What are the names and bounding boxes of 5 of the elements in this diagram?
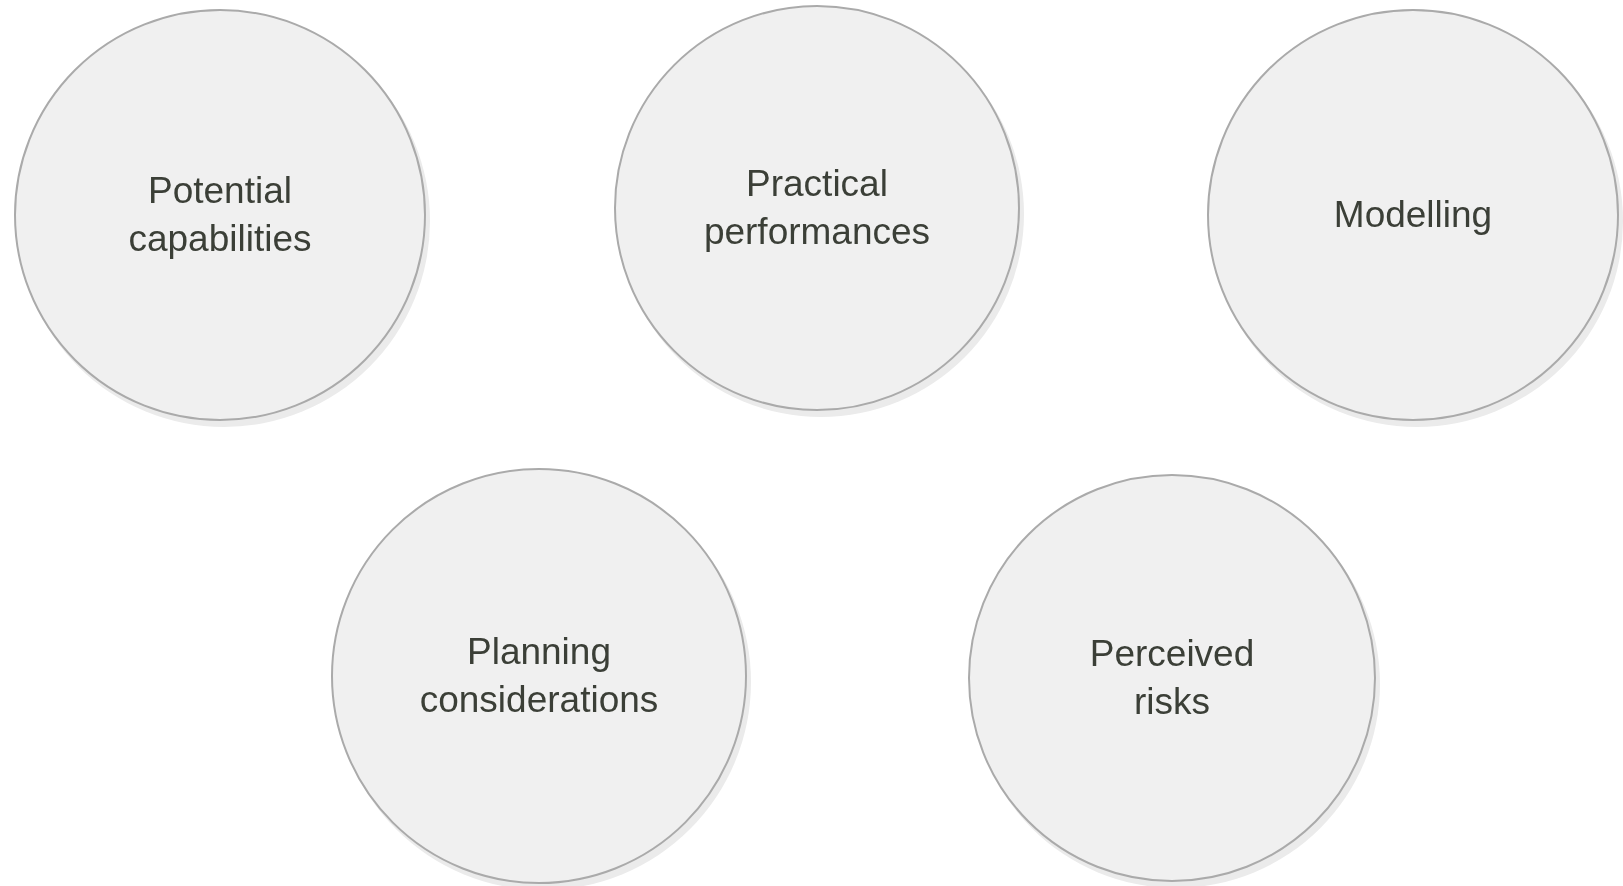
node-label: Planning considerations [418, 630, 660, 722]
node-label: Modelling [1333, 193, 1493, 237]
node-label: Practical performances [702, 162, 932, 254]
node-label: Potential capabilities [127, 169, 313, 261]
node-label: Perceived risks [1088, 632, 1256, 724]
